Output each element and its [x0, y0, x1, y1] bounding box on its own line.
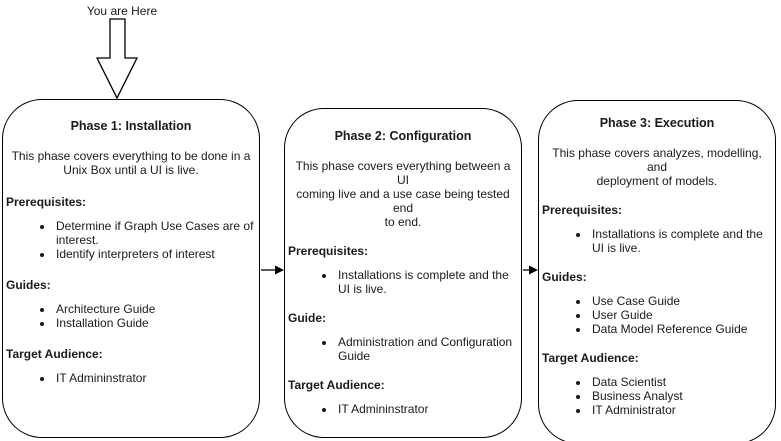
connector-arrow-2	[523, 265, 538, 275]
phase-1-guides-heading: Guides:	[6, 278, 51, 292]
bullet-item: IT Administrator	[590, 403, 772, 417]
phase-3-box: Phase 3: Execution This phase covers ana…	[538, 100, 776, 441]
phase-1-guides-list: Architecture Guide Installation Guide	[6, 302, 256, 330]
bullet-item: Architecture Guide	[54, 302, 256, 316]
phase-2-box: Phase 2: Configuration This phase covers…	[284, 108, 522, 438]
phase-2-prerequisites-heading: Prerequisites:	[288, 244, 369, 258]
phase-1-target-audience-heading: Target Audience:	[6, 347, 103, 361]
phase-3-guides-list: Use Case Guide User Guide Data Model Ref…	[542, 294, 772, 336]
phase-1-box: Phase 1: Installation This phase covers …	[2, 99, 260, 438]
bullet-item: Determine if Graph Use Cases are of inte…	[54, 219, 256, 247]
phase-2-title: Phase 2: Configuration	[334, 129, 472, 143]
bullet-item: Installation Guide	[54, 316, 256, 330]
bullet-item: IT Admininstrator	[336, 402, 518, 416]
bullet-item: Use Case Guide	[590, 294, 772, 308]
phase-3-prerequisites-heading: Prerequisites:	[542, 203, 623, 217]
phase-1-target-audience-list: IT Admininstrator	[6, 371, 256, 385]
bullet-item: Identify interpreters of interest	[54, 247, 256, 261]
bullet-item: Installations is complete and the UI is …	[590, 227, 772, 255]
phase-2-target-audience-heading: Target Audience:	[288, 378, 385, 392]
phase-3-prerequisites-list: Installations is complete and the UI is …	[542, 227, 772, 255]
connector-arrow-1	[261, 265, 284, 275]
phase-3-description: This phase covers analyzes, modelling, a…	[552, 146, 762, 188]
phase-1-title: Phase 1: Installation	[70, 119, 192, 133]
phase-1-description: This phase covers everything to be done …	[11, 149, 251, 177]
you-are-here-arrow	[95, 18, 139, 100]
bullet-item: Business Analyst	[590, 389, 772, 403]
you-are-here-label: You are Here	[86, 4, 158, 18]
phase-2-description: This phase covers everything between a U…	[295, 159, 511, 229]
phase-3-target-audience-heading: Target Audience:	[542, 351, 639, 365]
phase-2-target-audience-list: IT Admininstrator	[288, 402, 518, 416]
phase-1-prerequisites-list: Determine if Graph Use Cases are of inte…	[6, 219, 256, 261]
phase-2-prerequisites-list: Installations is complete and the UI is …	[288, 268, 518, 296]
bullet-item: Installations is complete and the UI is …	[336, 268, 518, 296]
bullet-item: Data Scientist	[590, 375, 772, 389]
phase-1-prerequisites-heading: Prerequisites:	[6, 195, 87, 209]
phase-3-target-audience-list: Data Scientist Business Analyst IT Admin…	[542, 375, 772, 417]
phase-3-guides-heading: Guides:	[542, 270, 587, 284]
bullet-item: User Guide	[590, 308, 772, 322]
bullet-item: IT Admininstrator	[54, 371, 256, 385]
phase-2-guide-list: Administration and Configuration Guide	[288, 335, 518, 363]
bullet-item: Administration and Configuration Guide	[336, 335, 518, 363]
bullet-item: Data Model Reference Guide	[590, 322, 772, 336]
phase-3-title: Phase 3: Execution	[599, 116, 715, 130]
phase-2-guide-heading: Guide:	[288, 311, 326, 325]
